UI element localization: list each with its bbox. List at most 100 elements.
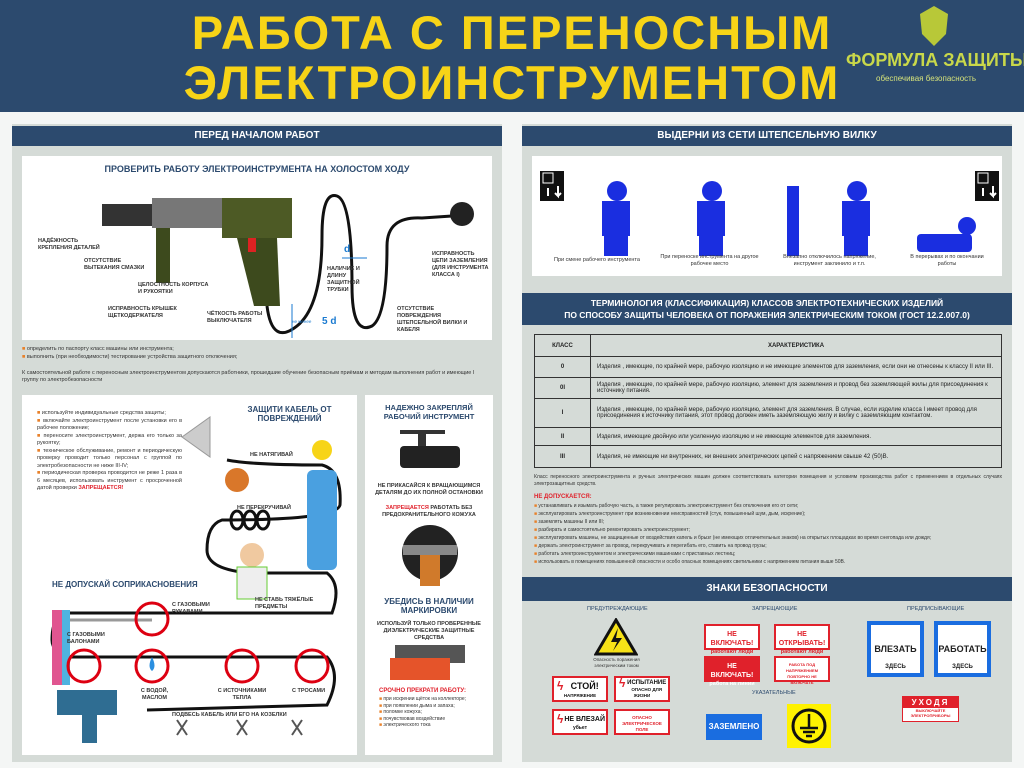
bullet-item: электрического тока [379, 722, 489, 729]
class-cell: 0 [534, 356, 591, 378]
label-switch: ЧЁТКОСТЬ РАБОТЫ ВЫКЛЮЧАТЕЛЯ [207, 311, 263, 324]
bullet-item: выполнить (при необходимости) тестирован… [22, 354, 492, 362]
bullet-item: устанавливать и изымать рабочую часть, а… [534, 502, 1004, 510]
worker-figure [307, 440, 337, 570]
bullet-item: при появлении дыма и запаха; [379, 703, 489, 710]
sign-big: СТОЙ! [570, 681, 599, 691]
shield-icon [920, 6, 948, 46]
dim-d-label: d [344, 244, 351, 255]
stop-work-list: при искрении щёток на коллекторе; при по… [379, 696, 489, 729]
water-drop [149, 657, 155, 671]
sign-small: ВЫКЛЮЧАЙТЕ ЭЛЕКТРОПРИБОРЫ [910, 708, 951, 718]
sign-big: НЕ ВКЛЮЧАТЬ! [710, 631, 754, 647]
bullet-item: периодическая проверка проводится не реж… [37, 470, 182, 493]
label-fastening: НАДЁЖНОСТЬ КРЕПЛЕНИЯ ДЕТАЛЕЙ [38, 238, 100, 251]
title-line-2: ЭЛЕКТРОИНСТРУМЕНТОМ [183, 56, 841, 109]
column-header-class: КЛАСС [534, 334, 591, 357]
bullet-item: разбирать и самостоятельно ремонтировать… [534, 526, 1004, 534]
sign-big: НЕ ВЛЕЗАЙ [564, 716, 605, 723]
sign-big: НЕ ОТКРЫВАТЬ! [778, 631, 826, 647]
no-guard-text: РАБОТАТЬ БЕЗ ПРЕДОХРАНИТЕЛЬНОГО КОЖУХА [382, 505, 476, 518]
sign-big: ВЛЕЗАТЬ [874, 644, 917, 654]
ground-symbol-icon [787, 704, 831, 748]
cable-protection-box: используйте индивидуальные средства защи… [22, 395, 357, 755]
trigger [248, 238, 256, 252]
sign-small: НАПРЯЖЕНИЕ [563, 693, 597, 698]
worker-carrying-tool [697, 181, 725, 256]
sign-small: убьет [572, 725, 588, 731]
column-header-characteristic: ХАРАКТЕРИСТИКА [590, 334, 1002, 357]
caption-power-lost: Внезапно отключилось напряжение, инструм… [783, 254, 876, 267]
watermark-tagline: обеспечивая безопасность [876, 74, 976, 83]
drill-body [222, 198, 292, 238]
no-heavy-label: НЕ СТАВЬ ТЯЖЁЛЫЕ ПРЕДМЕТЫ [255, 597, 314, 610]
bullet-item: техническое обслуживание, ремонт и перио… [37, 448, 182, 471]
contact-water-oil: С ВОДОЙ, МАСЛОМ [140, 688, 169, 701]
before-work-header: ПЕРЕД НАЧАЛОМ РАБОТ [12, 126, 502, 146]
blue-drill [57, 690, 117, 715]
contact-ropes: С ТРОСАМИ [292, 688, 326, 694]
warning-title: ПРЕДУПРЕЖДАЮЩИЕ [587, 606, 648, 612]
marking-title: УБЕДИСЬ В НАЛИЧИИ МАРКИРОВКИ [384, 597, 474, 615]
drill-illustration [102, 194, 474, 338]
secure-tool-title: НАДЕЖНО ЗАКРЕПЛЯЙ РАБОЧИЙ ИНСТРУМЕНТ [383, 403, 475, 421]
sign-do-not-switch-people: НЕ ВКЛЮЧАТЬ! работают люди [704, 624, 760, 655]
dim-5d-label: 5 d [322, 316, 337, 327]
cable-trestles [176, 719, 303, 736]
sign-do-not-switch-line: НЕ ВКЛЮЧАТЬ!работа на линии [704, 656, 760, 687]
gloved-drill-illustration [390, 645, 465, 680]
warning-caption: Опасность поражения электрическим током [593, 657, 640, 668]
man-figure [236, 543, 268, 600]
bullet-item: определить по паспорту класс машины или … [22, 346, 492, 354]
poster-header: РАБОТА С ПЕРЕНОСНЫМ ЭЛЕКТРОИНСТРУМЕНТОМ [0, 0, 1024, 112]
high-voltage-warning-icon [594, 618, 638, 656]
classes-header-line2: ПО СПОСОБУ ЗАЩИТЫ ЧЕЛОВЕКА ОТ ПОРАЖЕНИЯ … [564, 310, 970, 320]
label-grounding: ИСПРАВНОСТЬ ЦЕПИ ЗАЗЕМЛЕНИЯ (ДЛЯ ИНСТРУМ… [432, 251, 489, 278]
cable-bullets: используйте индивидуальные средства защи… [37, 410, 182, 493]
sign-small: работают люди [710, 649, 754, 655]
class-cell: III [534, 445, 591, 468]
label-plug-cable: ОТСУТСТВИЕ ПОВРЕЖДЕНИЯ ШТЕПСЕЛЬНОЙ ВИЛКИ… [397, 306, 468, 333]
sign-small: ОПАСНО ДЛЯ ЖИЗНИ [631, 687, 663, 698]
protect-cable-title: ЗАЩИТИ КАБЕЛЬ ОТ ПОВРЕЖДЕНИЙ [247, 405, 332, 423]
no-twist-label: НЕ ПЕРЕКРУЧИВАЙ [237, 505, 291, 511]
dim-min-label: не менее [292, 319, 312, 324]
label-grease: ОТСУТСТВИЕ ВЫТЕКАНИЯ СМАЗКИ [84, 258, 145, 271]
characteristic-cell: Изделия , имеющие, по крайней мере, рабо… [590, 377, 1002, 399]
gas-cylinders [52, 610, 70, 685]
cable-coil [229, 509, 271, 531]
bullet-item: эксплуатировать машины, не защищенные от… [534, 534, 1004, 542]
before-work-bullets: определить по паспорту класс машины или … [22, 346, 492, 361]
sign-big: ИСПЫТАНИЕ [627, 680, 667, 686]
drill-grip [237, 238, 280, 306]
title-line-1: РАБОТА С ПЕРЕНОСНЫМ [191, 6, 833, 59]
tool-box: НАДЕЖНО ЗАКРЕПЛЯЙ РАБОЧИЙ ИНСТРУМЕНТ НЕ … [365, 395, 493, 755]
label-body: ЦЕЛОСТНОСТЬ КОРПУСА И РУКОЯТКИ [138, 282, 209, 295]
forbidden-label: ЗАПРЕЩАЕТСЯ [385, 505, 429, 511]
admission-note: К самостоятельной работе с переносным эл… [22, 370, 475, 383]
no-touch-rotating: НЕ ПРИКАСАЙСЯ К ВРАЩАЮЩИМСЯ ДЕТАЛЯМ ДО И… [375, 483, 483, 496]
warning-circles [66, 601, 330, 684]
forbidden-label: ЗАПРЕЩАЕТСЯ! [78, 485, 124, 491]
unplug-header: ВЫДЕРНИ ИЗ СЕТИ ШТЕПСЕЛЬНУЮ ВИЛКУ [522, 126, 1012, 146]
characteristic-cell: Изделия , имеющие, по крайней мере, рабо… [590, 398, 1002, 428]
bullet-item: используйте индивидуальные средства защи… [37, 410, 182, 418]
classes-header: ТЕРМИНОЛОГИЯ (КЛАССИФИКАЦИЯ) КЛАССОВ ЭЛЕ… [522, 293, 1012, 325]
sign-electric-field: ОПАСНО ЭЛЕКТРИЧЕСКОЕ ПОЛЕ [614, 709, 670, 735]
characteristic-cell: Изделия, имеющие двойную или усиленную и… [590, 427, 1002, 446]
classes-header-line1: ТЕРМИНОЛОГИЯ (КЛАССИФИКАЦИЯ) КЛАССОВ ЭЛЕ… [590, 298, 944, 308]
bullet-item: использовать в помещениях повышенной опа… [534, 558, 1004, 566]
watermark-logo: ФОРМУЛА ЗАЩИТЫ обеспечивая безопасность [846, 6, 1024, 106]
bullet-item: при искрении щёток на коллекторе; [379, 696, 489, 703]
contact-gas-hoses: С ГАЗОВЫМИ РУКАВАМИ [172, 602, 210, 615]
class-cell: II [534, 427, 591, 446]
sign-leaving: УХОДЯ ВЫКЛЮЧАЙТЕ ЭЛЕКТРОПРИБОРЫ [902, 696, 959, 722]
sign-small: работают люди [780, 649, 824, 655]
no-contact-title: НЕ ДОПУСКАЙ СОПРИКАСНОВЕНИЯ [52, 580, 198, 589]
